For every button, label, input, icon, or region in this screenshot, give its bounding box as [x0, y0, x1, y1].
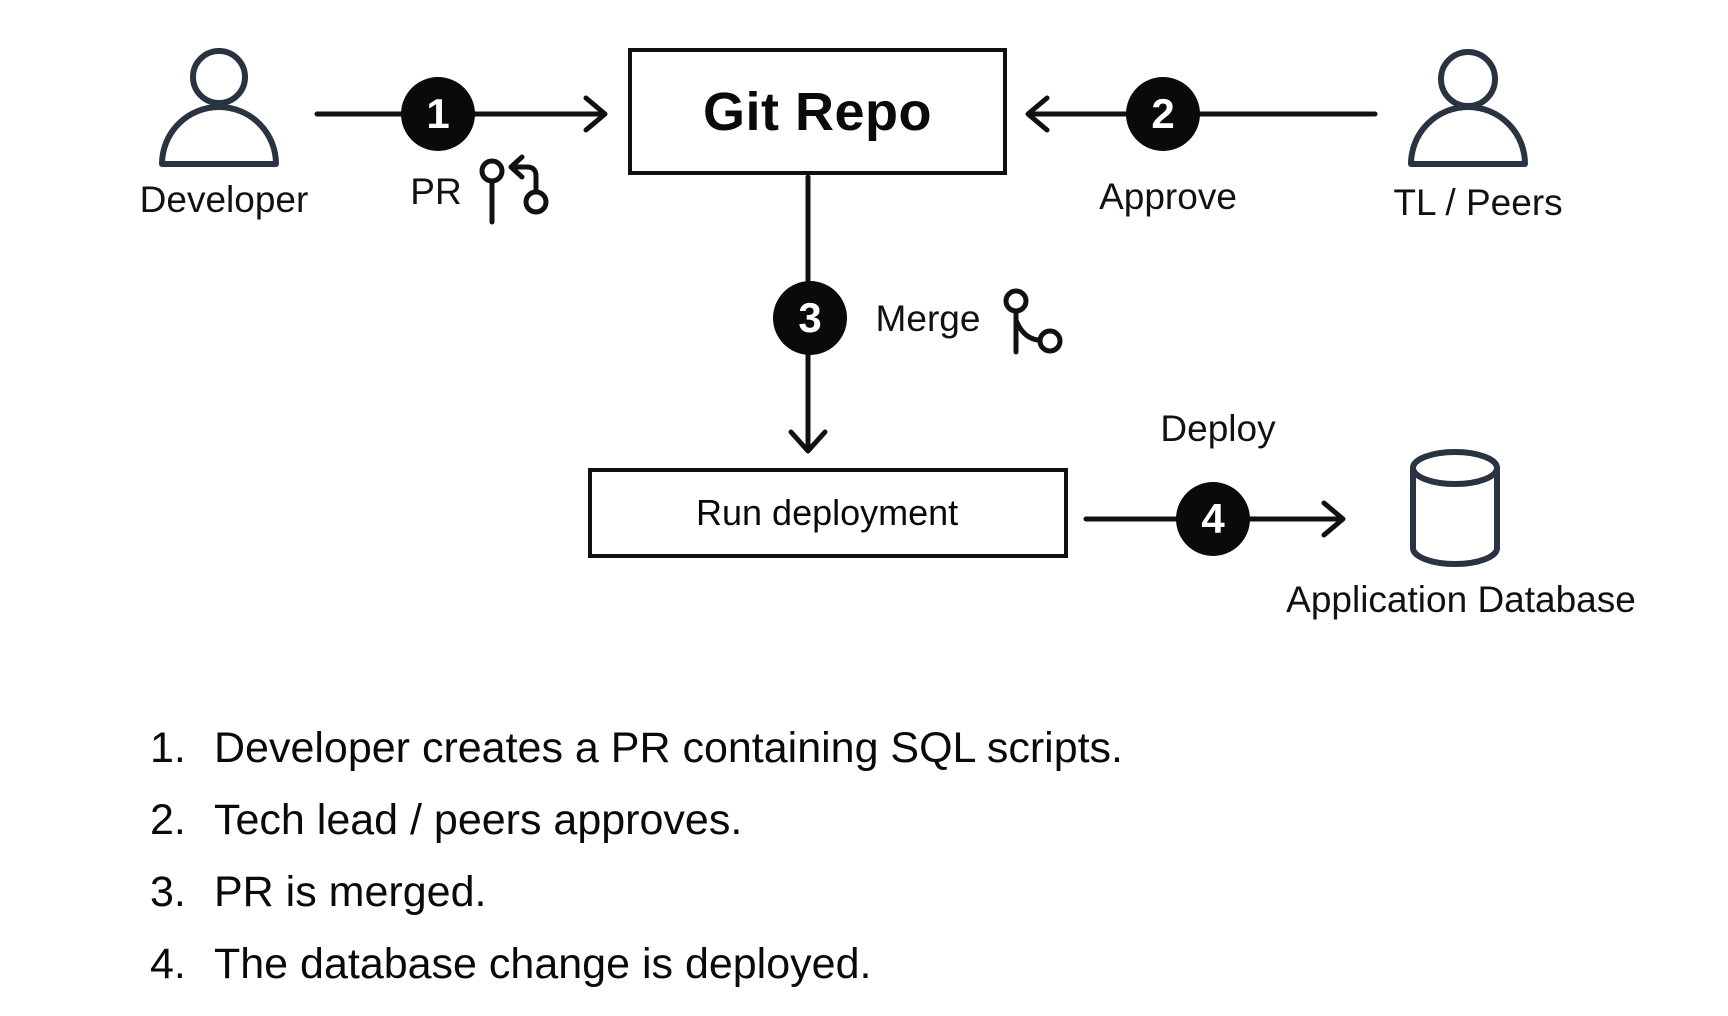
step-item-number: 4. [150, 939, 186, 988]
tl-peers-label: TL / Peers [1393, 182, 1563, 223]
approve-edge-label: Approve [1099, 176, 1237, 217]
pull-request-icon [479, 154, 549, 225]
step-badge-4: 4 [1176, 482, 1250, 556]
tl-peers-person-icon [1408, 49, 1528, 167]
step-item-text: The database change is deployed. [214, 939, 872, 988]
step-item-1: 1. Developer creates a PR containing SQL… [150, 712, 1123, 784]
node-git-repo: Git Repo [628, 48, 1007, 175]
step-item-text: Developer creates a PR containing SQL sc… [214, 723, 1124, 772]
application-database-label: Application Database [1286, 579, 1636, 620]
merge-edge-label: Merge [875, 298, 981, 339]
developer-label: Developer [139, 179, 309, 220]
step-item-3: 3. PR is merged. [150, 856, 1123, 928]
step-item-number: 1. [150, 723, 186, 772]
git-merge-icon [1003, 288, 1063, 355]
steps-list: 1. Developer creates a PR containing SQL… [150, 712, 1123, 1000]
arrow-approve [1025, 95, 1378, 133]
run-deployment-title: Run deployment [696, 492, 959, 533]
node-run-deployment: Run deployment [588, 468, 1068, 558]
step-item-4: 4. The database change is deployed. [150, 928, 1123, 1000]
database-cylinder-icon [1410, 449, 1500, 567]
git-repo-title: Git Repo [703, 81, 932, 142]
step-item-number: 2. [150, 795, 186, 844]
step-badge-2: 2 [1126, 77, 1200, 151]
step-item-number: 3. [150, 867, 186, 916]
step-item-text: Tech lead / peers approves. [214, 795, 743, 844]
step-badge-3: 3 [773, 281, 847, 355]
developer-person-icon [159, 48, 279, 167]
deploy-edge-label: Deploy [1160, 408, 1276, 449]
step-item-text: PR is merged. [214, 867, 487, 916]
step-badge-1: 1 [401, 77, 475, 151]
step-item-2: 2. Tech lead / peers approves. [150, 784, 1123, 856]
pr-edge-label: PR [410, 171, 462, 212]
